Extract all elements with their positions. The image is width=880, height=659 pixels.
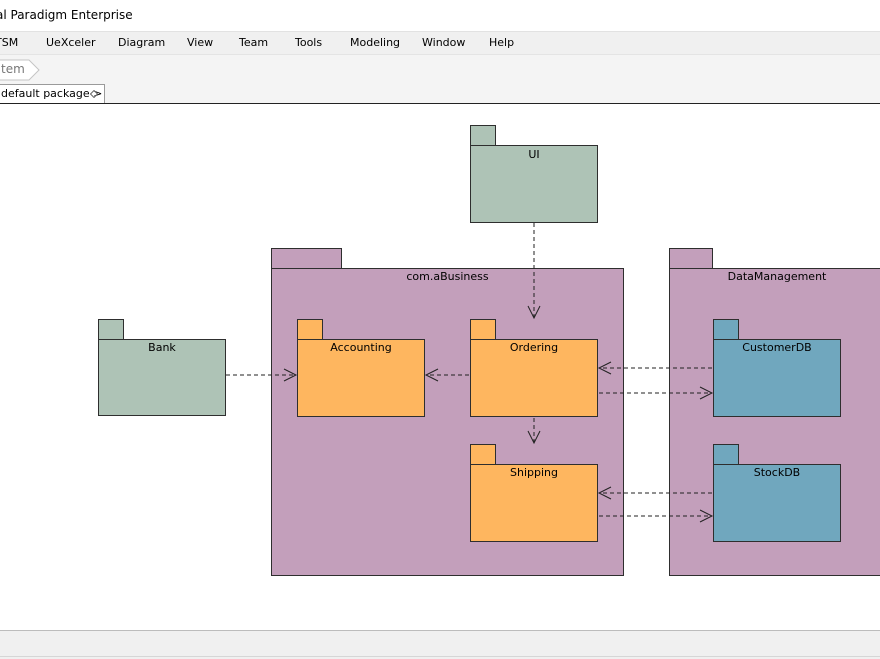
menu-team[interactable]: Team [239, 36, 269, 49]
package-label-ordering: Ordering [509, 341, 559, 354]
arrowhead [527, 305, 541, 320]
tab-pin-icon[interactable] [90, 90, 98, 98]
diagram-tab-bar: default package > [0, 84, 880, 103]
package-label-com-abusiness: com.aBusiness [406, 270, 489, 283]
package-body [297, 339, 425, 417]
window-title: al Paradigm Enterprise [0, 8, 133, 22]
package-body [98, 339, 226, 416]
package-label-datamanagement: DataManagement [727, 270, 827, 283]
tab-default-package[interactable]: default package > [0, 84, 106, 103]
menu-window[interactable]: Window [422, 36, 466, 49]
package-label-customerdb: CustomerDB [742, 341, 812, 354]
tab-label: default package > [1, 87, 103, 100]
package-body [713, 464, 841, 542]
package-body [713, 339, 841, 417]
package-body [470, 145, 598, 223]
menu-help[interactable]: Help [489, 36, 515, 49]
arrowhead [283, 368, 298, 382]
diagram-canvas[interactable]: UI Bank com.aBusiness DataManagement Acc… [0, 104, 880, 630]
package-accounting[interactable]: Accounting [297, 319, 425, 417]
arrowhead [527, 430, 541, 445]
menu-bar: TSM UeXceler Diagram View Team Tools Mod… [0, 32, 880, 54]
arrowhead [597, 361, 612, 375]
dependency-links [226, 223, 714, 523]
menu-diagram[interactable]: Diagram [118, 36, 166, 49]
breadcrumb-arrow-shape [0, 59, 40, 81]
breadcrumb-label: tem [1, 62, 25, 76]
arrowhead [597, 486, 612, 500]
menu-uexceler[interactable]: UeXceler [46, 36, 96, 49]
package-label-stockdb: StockDB [753, 466, 801, 479]
menu-tools[interactable]: Tools [295, 36, 323, 49]
menu-tsm[interactable]: TSM [0, 36, 19, 49]
title-bar: al Paradigm Enterprise [0, 0, 880, 32]
package-ordering[interactable]: Ordering [470, 319, 598, 417]
arrowhead [424, 368, 439, 382]
canvas-border [0, 103, 880, 104]
package-customerdb[interactable]: CustomerDB [713, 319, 841, 417]
package-label-ui: UI [528, 148, 540, 161]
status-bar [0, 630, 880, 659]
arrowhead [699, 386, 714, 400]
package-label-bank: Bank [148, 341, 176, 354]
arrowhead [699, 509, 714, 523]
package-body [470, 464, 598, 542]
menu-modeling[interactable]: Modeling [350, 36, 401, 49]
package-body [470, 339, 598, 417]
package-bank[interactable]: Bank [98, 319, 226, 416]
status-bar-inner [0, 634, 880, 657]
package-ui[interactable]: UI [470, 125, 598, 223]
package-shipping[interactable]: Shipping [470, 444, 598, 542]
package-stockdb[interactable]: StockDB [713, 444, 841, 542]
package-label-accounting: Accounting [330, 341, 392, 354]
menu-view[interactable]: View [187, 36, 214, 49]
breadcrumb-bar: tem [0, 54, 880, 85]
package-label-shipping: Shipping [510, 466, 558, 479]
